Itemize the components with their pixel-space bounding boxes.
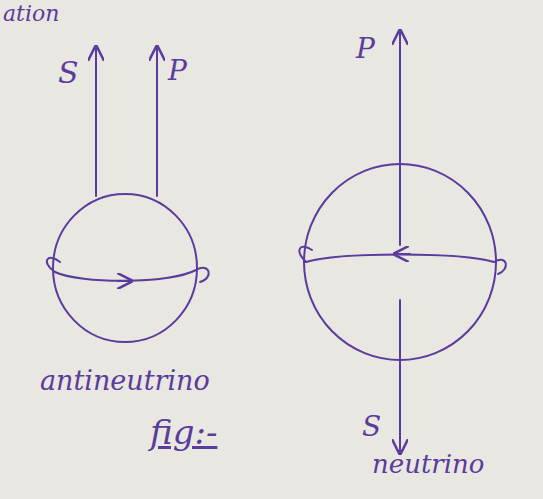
momentum-label: P [168,56,187,87]
momentum-label: P [356,34,375,65]
momentum-vector [156,48,158,196]
spin-circulation [55,270,196,281]
antineutrino-sphere [53,194,197,342]
particle-name: neutrino [372,450,484,479]
spin-vector [399,300,401,452]
spin-vector [95,48,97,196]
spin-loop [299,247,312,262]
spin-loop [494,260,506,274]
cut-off-heading: ation [3,2,59,26]
figure-caption: fig:- [150,414,217,451]
spin-circulation [306,255,494,263]
spin-loop [47,258,60,272]
rotation-arrow [118,280,130,282]
rotation-arrow [396,253,410,255]
spin-label: S [58,56,79,89]
momentum-vector [399,32,401,245]
spin-loop [196,268,209,282]
particle-name: antineutrino [40,366,210,396]
spin-label: S [362,412,381,443]
